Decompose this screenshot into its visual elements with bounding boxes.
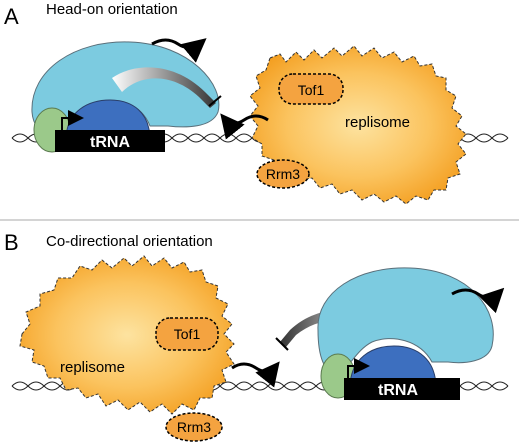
tof1-b: [155, 317, 219, 351]
panel-b-title: Co-directional orientation: [46, 233, 213, 250]
trna-label-b: tRNA: [378, 382, 418, 399]
panel-b-letter: B: [4, 230, 19, 255]
replication-direction-arrow-b: [231, 361, 280, 388]
replisome-b: [19, 255, 235, 415]
promoter-arrow-b: [347, 358, 370, 386]
rrm3-label-b: Rrm3: [177, 419, 211, 435]
replisome-label-b: replisome: [60, 359, 125, 376]
panel-a: A Head-on orientation tRNA replisome Tof…: [4, 1, 509, 205]
panel-a-title: Head-on orientation: [46, 1, 178, 18]
tof1-label-b: Tof1: [174, 326, 201, 342]
tof1-label-a: Tof1: [298, 82, 325, 98]
trna-label-a: tRNA: [90, 134, 130, 151]
rrm3-label-a: Rrm3: [266, 166, 300, 182]
promoter-arrow-a: [61, 110, 84, 138]
panel-b: B Co-directional orientation replisome T…: [4, 230, 509, 442]
trna-gene-box-a: [55, 130, 165, 152]
trna-gene-box-b: [344, 378, 460, 400]
tof1-a: [278, 73, 344, 105]
transcription-direction-arrow-a: [151, 38, 207, 63]
rrm3-a: [256, 159, 310, 189]
inhibition-bar-a: [208, 95, 222, 107]
transcription-direction-arrow-b: [451, 287, 505, 314]
inhibition-arrow-a: [112, 67, 216, 108]
replisome-label-a: replisome: [345, 114, 410, 131]
replication-direction-arrow-a: [220, 113, 269, 140]
rrm3-b: [165, 412, 223, 442]
inhibition-bar-b: [275, 337, 289, 351]
panel-a-letter: A: [4, 4, 19, 29]
